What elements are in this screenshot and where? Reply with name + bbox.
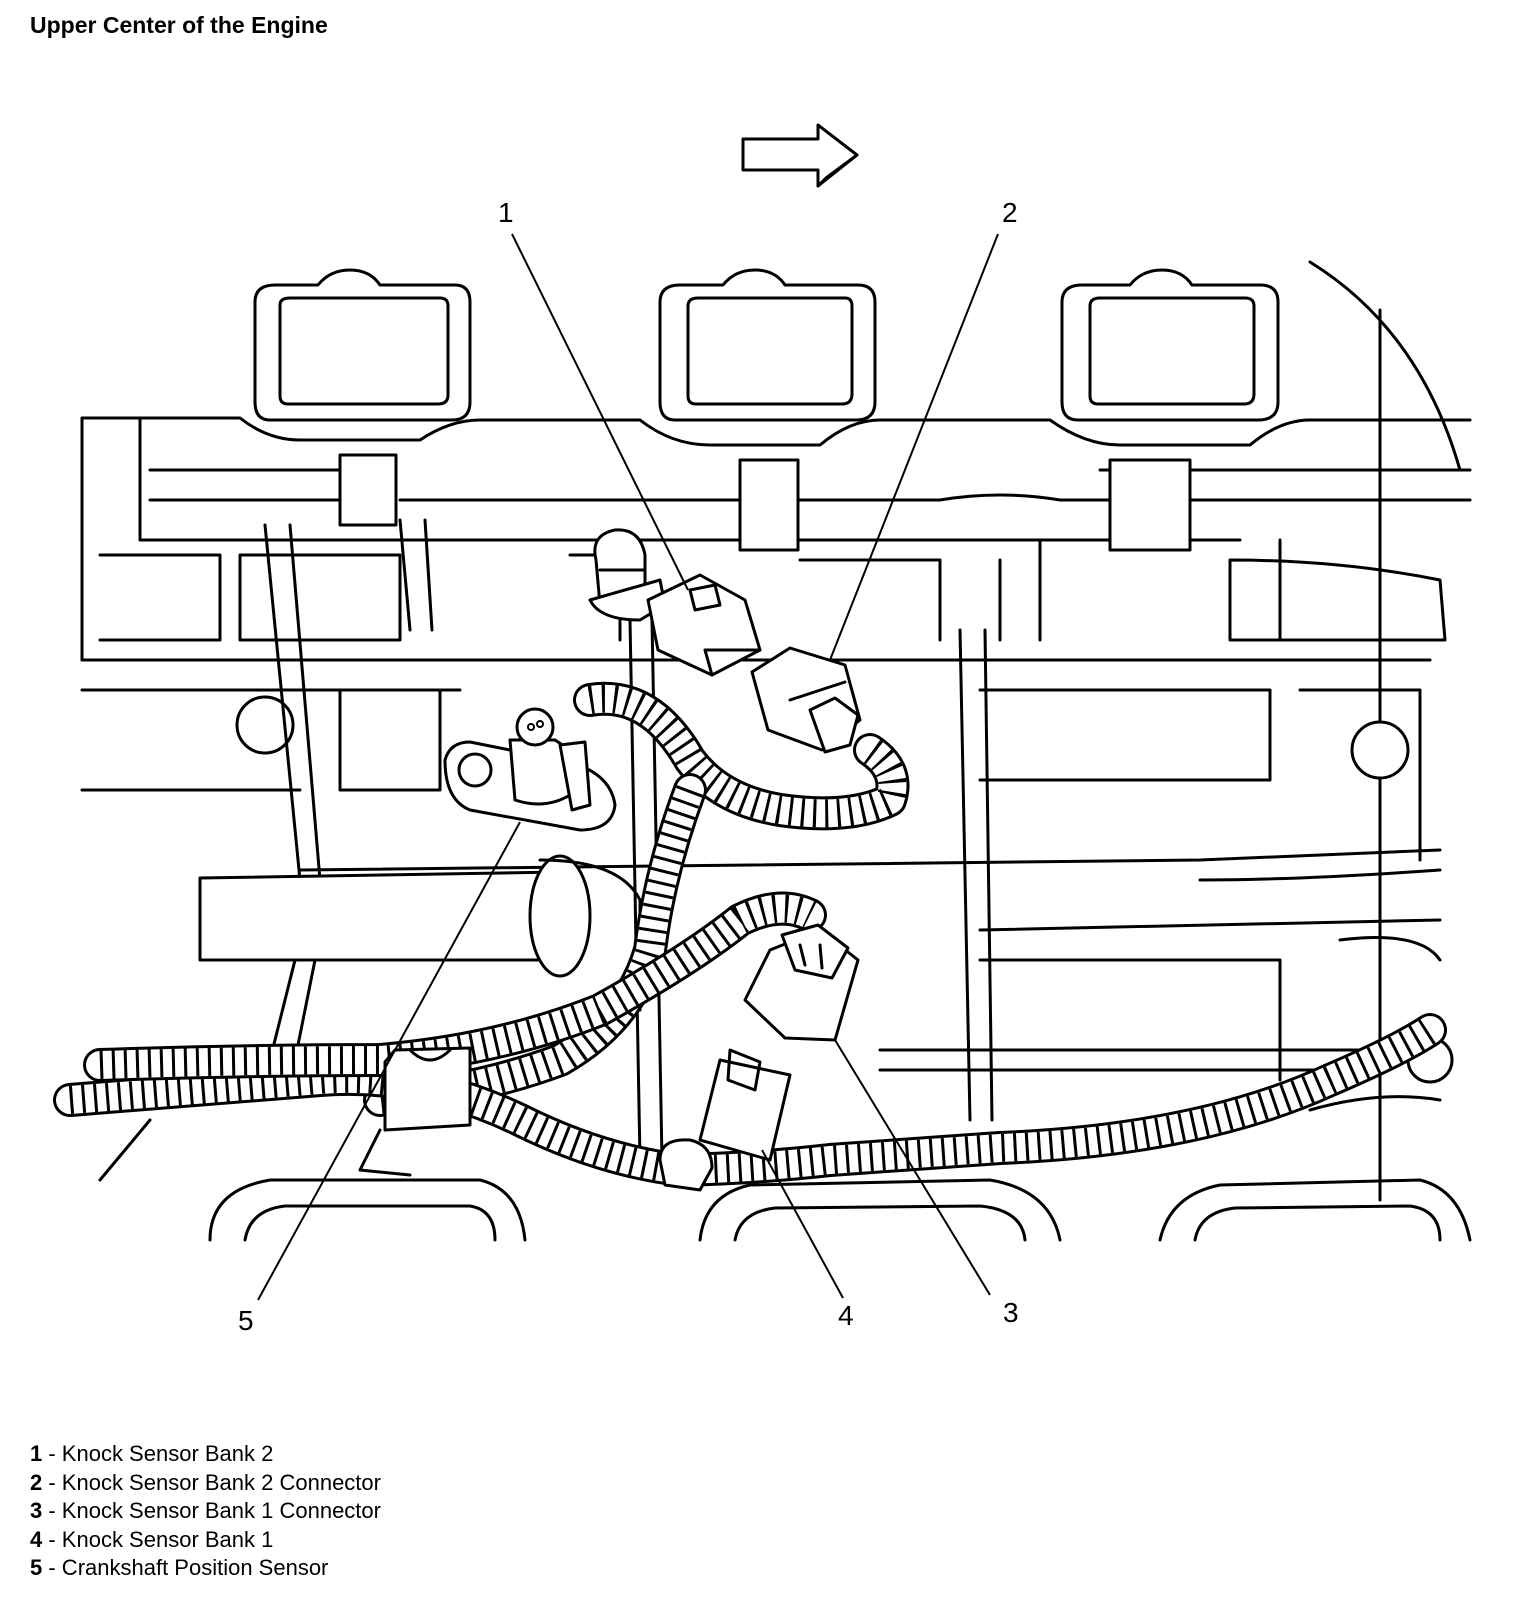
legend-number: 4 — [30, 1526, 43, 1552]
legend-label: - Knock Sensor Bank 1 Connector — [42, 1498, 381, 1524]
legend-number: 1 — [30, 1441, 43, 1466]
legend-number: 3 — [30, 1498, 43, 1524]
callout-1: 1 — [498, 197, 514, 228]
diagram-title: Upper Center of the Engine — [30, 12, 328, 38]
leader-lines — [257, 233, 999, 1301]
callout-5: 5 — [238, 1305, 254, 1336]
knock-sensor-bank-1-connector — [743, 923, 860, 1042]
lower-intake-ports — [98, 1118, 1472, 1242]
engine-block — [80, 553, 1454, 1112]
legend-item: 5 - Crankshaft Position Sensor — [30, 1554, 381, 1583]
legend-number: 5 — [30, 1555, 43, 1581]
legend-label: - Knock Sensor Bank 2 Connector — [42, 1469, 381, 1495]
ignition-coil-center — [658, 268, 877, 552]
legend-label: - Knock Sensor Bank 2 — [42, 1441, 274, 1466]
ignition-coil-left — [253, 268, 472, 527]
legend-label: - Knock Sensor Bank 1 — [42, 1526, 274, 1552]
direction-arrow-icon — [741, 123, 859, 188]
callout-3: 3 — [1003, 1297, 1019, 1328]
legend: 1 - Knock Sensor Bank 2 2 - Knock Sensor… — [30, 1440, 381, 1583]
callout-2: 2 — [1002, 197, 1018, 228]
knock-sensor-bank-2-connector — [750, 646, 862, 754]
legend-item: 2 - Knock Sensor Bank 2 Connector — [30, 1469, 381, 1498]
knock-sensor-bank-2 — [588, 528, 762, 677]
legend-item: 3 - Knock Sensor Bank 1 Connector — [30, 1497, 381, 1526]
ignition-coil-right — [1060, 268, 1280, 552]
lower-cylinder — [198, 854, 642, 1012]
callout-4: 4 — [838, 1300, 854, 1331]
legend-item: 4 - Knock Sensor Bank 1 — [30, 1526, 381, 1555]
crankshaft-position-sensor — [443, 707, 617, 832]
knock-sensor-bank-1 — [658, 1048, 792, 1192]
legend-item: 1 - Knock Sensor Bank 2 — [30, 1440, 381, 1469]
legend-label: - Crankshaft Position Sensor — [42, 1555, 329, 1581]
legend-number: 2 — [30, 1469, 43, 1495]
